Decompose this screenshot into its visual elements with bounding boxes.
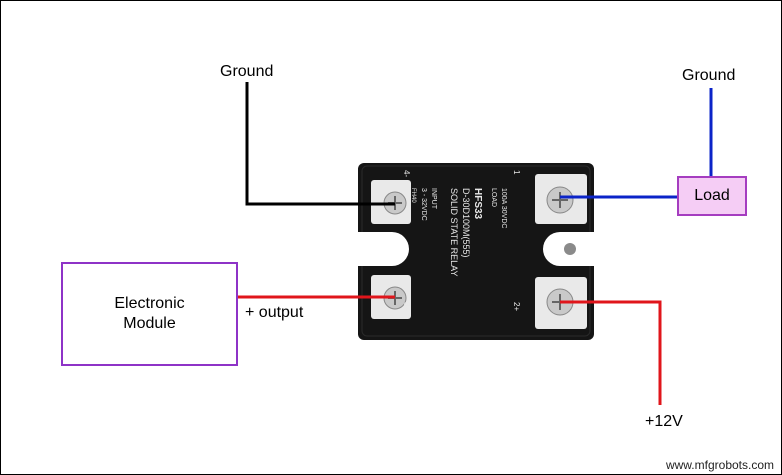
module-label-line1: Electronic: [114, 295, 185, 312]
relay-type: SOLID STATE RELAY: [449, 188, 459, 277]
mounting-hole-right: [564, 243, 576, 255]
relay-terminal-3-label: 3+: [402, 302, 411, 311]
ground-label-left: Ground: [220, 63, 274, 80]
load-box: Load: [677, 176, 747, 216]
mounting-slot-left: [358, 232, 409, 266]
terminal-1: [535, 174, 587, 224]
watermark: www.mfgrobots.com: [665, 458, 774, 472]
electronic-module-box: Electronic Module: [61, 262, 238, 366]
ground-wire-left: [245, 82, 395, 206]
relay-terminal-2-label: 2+: [512, 302, 521, 311]
load-label: Load: [694, 187, 730, 204]
terminal-4: [371, 180, 411, 224]
relay-input-caption: INPUT: [430, 188, 437, 210]
ground-label-right: Ground: [682, 67, 736, 84]
supply-wire: [560, 300, 662, 405]
relay-model: HFS33: [472, 188, 483, 220]
relay-load-caption: LOAD: [490, 188, 497, 207]
relay-part-number: D-30D100M(555): [461, 188, 471, 258]
module-label-line2: Module: [123, 315, 176, 332]
supply-label: +12V: [645, 413, 683, 430]
relay-terminal-4-label: 4-: [402, 170, 411, 177]
relay-load-rating: 100A 30VDC: [500, 188, 507, 228]
output-label: + output: [245, 304, 304, 321]
relay-terminal-1-label: 1: [512, 170, 521, 175]
relay-fh-code: FH40: [410, 188, 416, 203]
solid-state-relay: HFS33 D-30D100M(555) SOLID STATE RELAY 1…: [358, 163, 594, 340]
relay-input-range: 3 - 32VDC: [420, 188, 427, 221]
